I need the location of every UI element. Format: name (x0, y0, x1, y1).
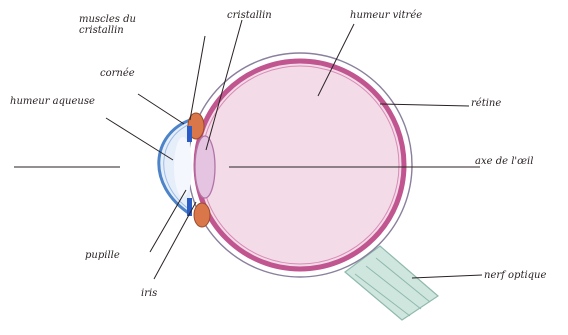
crystalline-lens (195, 136, 215, 198)
leader-cornee (138, 94, 184, 124)
leader-iris (154, 202, 196, 279)
label-humeur-aqueuse: humeur aqueuse (10, 96, 95, 107)
ciliary-muscle-bottom (194, 203, 210, 227)
label-retine: rétine (471, 98, 501, 109)
leader-humeur-aqueuse (106, 118, 173, 160)
label-cornee: cornée (100, 68, 135, 79)
leader-muscles (190, 36, 205, 120)
label-iris: iris (141, 288, 157, 299)
label-nerf-optique: nerf optique (484, 270, 546, 281)
label-pupille: pupille (85, 250, 120, 261)
label-muscles-cristallin: muscles du cristallin (79, 14, 171, 36)
choroid-retina-layer (196, 61, 404, 269)
leader-pupille (150, 190, 186, 252)
iris-top (187, 126, 192, 142)
label-axe-oeil: axe de l'œil (475, 156, 533, 167)
leader-nerf-optique (412, 275, 482, 278)
label-cristallin: cristallin (227, 10, 272, 21)
aqueous-humor (174, 137, 192, 197)
label-humeur-vitree: humeur vitrée (350, 10, 422, 21)
